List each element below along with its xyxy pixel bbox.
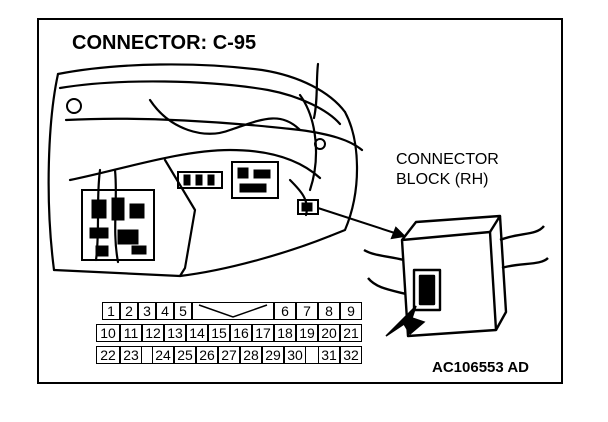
pin-cell: 21 — [340, 324, 362, 342]
pin-cell: 12 — [142, 324, 164, 342]
pin-cell: 26 — [196, 346, 218, 364]
diagram-frame — [37, 18, 563, 384]
wire-top — [312, 62, 320, 120]
dashboard-right-edge — [328, 110, 359, 238]
connector-pin-table: 1 2 3 4 5 6 7 8 9 10 11 12 13 14 15 16 1… — [96, 302, 368, 368]
pin-cell: 1 — [102, 302, 120, 320]
pin-cell: 2 — [120, 302, 138, 320]
dashboard-left-edge — [47, 72, 60, 272]
pin-cell: 14 — [186, 324, 208, 342]
pin-cell: 28 — [240, 346, 262, 364]
pin-cell: 27 — [218, 346, 240, 364]
pin-cell: 13 — [164, 324, 186, 342]
diagram-title: CONNECTOR: C-95 — [72, 32, 257, 54]
block-wire-right — [499, 225, 545, 242]
block-wire-right-2 — [501, 257, 549, 270]
connector-c95-small — [297, 199, 319, 215]
pin-cell: 23 — [120, 346, 142, 364]
dashboard-lower-edge — [64, 117, 364, 152]
pin-cell: 18 — [274, 324, 296, 342]
wire-harness-loop — [148, 98, 302, 135]
dashboard-bottom-edge — [52, 234, 332, 278]
clip-circle — [314, 138, 326, 150]
connector-label-line-2: BLOCK (RH) — [396, 171, 489, 188]
glovebox-outline — [163, 158, 197, 278]
pin-cell: 29 — [262, 346, 284, 364]
pin-cell-blank — [306, 346, 318, 364]
pin-cell: 16 — [230, 324, 252, 342]
pin-cell: 31 — [318, 346, 340, 364]
component-cluster-left — [81, 189, 155, 261]
connector-socket — [412, 268, 442, 312]
pin-cell: 8 — [318, 302, 340, 320]
pin-cell: 10 — [96, 324, 120, 342]
connector-label-line-1: CONNECTOR — [396, 151, 499, 168]
pin-cell: 9 — [340, 302, 362, 320]
pin-cell: 3 — [138, 302, 156, 320]
connector-block-top — [401, 214, 502, 241]
pin-cell: 7 — [296, 302, 318, 320]
connector-block-side — [494, 215, 508, 331]
pin-cell: 25 — [174, 346, 196, 364]
leader-arrowhead — [390, 226, 407, 240]
connector-block-label: CONNECTOR BLOCK (RH) — [396, 150, 499, 190]
block-wire-left — [363, 248, 405, 262]
keyway-mark — [198, 304, 268, 318]
pin-cell: 19 — [296, 324, 318, 342]
wire-to-connector — [298, 93, 318, 192]
vent-left-circle — [66, 98, 82, 114]
pin-cell: 20 — [318, 324, 340, 342]
relay-block — [177, 171, 223, 189]
pin-cell: 11 — [120, 324, 142, 342]
pin-cell: 17 — [252, 324, 274, 342]
dashboard-top-edge-inner — [58, 80, 342, 126]
leader-line — [317, 207, 405, 237]
figure-id: AC106553 AD — [432, 359, 529, 376]
block-wire-left-2 — [367, 277, 407, 296]
pin-cell-blank — [142, 346, 152, 364]
pin-cell: 6 — [274, 302, 296, 320]
pin-cell: 32 — [340, 346, 362, 364]
pin-cell: 4 — [156, 302, 174, 320]
pin-cell-blank — [192, 302, 274, 320]
pointer-arrow — [385, 305, 426, 337]
dashboard-top-edge — [56, 63, 347, 114]
pin-cell: 15 — [208, 324, 230, 342]
center-harness-blob — [231, 161, 279, 199]
wire-harness-main — [68, 148, 322, 182]
pin-cell: 30 — [284, 346, 306, 364]
pin-cell: 22 — [96, 346, 120, 364]
pin-cell: 24 — [152, 346, 174, 364]
pin-cell: 5 — [174, 302, 192, 320]
